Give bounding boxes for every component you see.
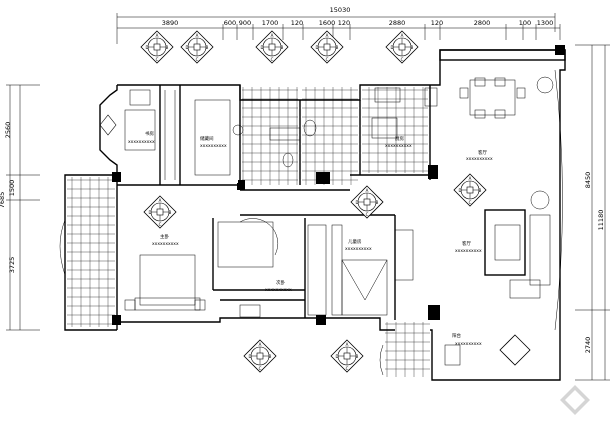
- note-child-bedroom: xxxxxxxxxx: [345, 247, 372, 252]
- dim-left-1: 2560: [4, 122, 12, 139]
- label-master-bedroom: 主卧: [160, 233, 169, 240]
- dim-top-10: 2800: [474, 19, 491, 27]
- label-study: 书房: [145, 130, 154, 137]
- note-study: xxxxxxxxxx: [128, 140, 155, 145]
- dim-top-11: 100: [519, 19, 531, 27]
- tiled-floors: [67, 87, 430, 377]
- label-storage: 储藏间: [200, 135, 214, 142]
- left-dimension-lines: [6, 84, 40, 331]
- right-dimension-lines: [575, 44, 610, 381]
- dim-right-1: 8450: [584, 172, 592, 189]
- note-kitchen: xxxxxxxxxx: [385, 144, 412, 149]
- label-balcony: 阳台: [452, 332, 461, 339]
- top-dimension-lines: [116, 13, 561, 44]
- dim-top-7: 120: [338, 19, 350, 27]
- note-living: xxxxxxxxxx: [455, 249, 482, 254]
- room-labels: 书房 xxxxxxxxxx 储藏间 xxxxxxxxxx 厨房 xxxxxxxx…: [128, 130, 493, 347]
- dim-left-2: 7685: [0, 192, 6, 209]
- dim-top-1: 3890: [162, 19, 179, 27]
- dim-top-total: 15030: [330, 6, 351, 14]
- label-dining: 客厅: [478, 149, 487, 156]
- label-child-bedroom: 儿童房: [348, 238, 362, 245]
- note-dining: xxxxxxxxxx: [466, 157, 493, 162]
- note-balcony: xxxxxxxxxx: [455, 342, 482, 347]
- dim-right-2: 11180: [597, 210, 605, 231]
- note-master-bedroom: xxxxxxxxxx: [152, 242, 179, 247]
- dim-left-4: 3725: [8, 257, 16, 274]
- dim-top-9: 120: [431, 19, 443, 27]
- elevation-index-symbols: [140, 30, 487, 373]
- dim-top-5: 120: [291, 19, 303, 27]
- label-kitchen: 厨房: [395, 135, 404, 142]
- dim-top-3: 900: [239, 19, 251, 27]
- fixtures: [59, 69, 563, 376]
- dim-top-4: 1700: [262, 19, 279, 27]
- dim-left-3: 1500: [8, 180, 16, 197]
- dim-top-2: 600: [224, 19, 236, 27]
- dim-right-3: 2740: [584, 337, 592, 354]
- dim-top-12: 1300: [537, 19, 554, 27]
- label-living: 客厅: [462, 240, 471, 247]
- note-second-bedroom: xxxxxxxxxx: [265, 288, 292, 293]
- dim-top-8: 2880: [389, 19, 406, 27]
- dim-top-6: 1600: [319, 19, 336, 27]
- watermark-logo: [560, 385, 590, 415]
- label-second-bedroom: 次卧: [276, 279, 285, 286]
- note-storage: xxxxxxxxxx: [200, 144, 227, 149]
